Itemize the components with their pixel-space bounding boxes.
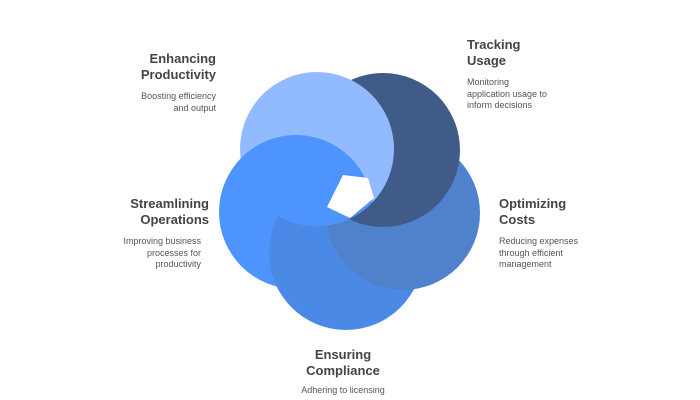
title: Operations [140,212,209,227]
title: Compliance [306,363,380,378]
desc: Boosting efficiency [141,91,216,101]
title: Streamlining [130,196,209,211]
desc: and output [173,102,216,113]
title: Costs [499,212,536,227]
desc: Monitoring [467,77,510,87]
desc: inform decisions [467,100,533,110]
title: Tracking [467,37,521,52]
title: Ensuring [314,347,372,362]
desc: Improving business [123,236,201,246]
desc: management [499,259,552,269]
desc: productivity [155,259,201,269]
center-hole [327,175,374,218]
title: Productivity [140,67,216,82]
title: Usage [467,53,507,68]
desc: Reducing expenses [499,236,579,246]
desc: processes for [146,247,201,258]
desc: Adhering to licensing [301,385,385,395]
streamlining-circle-overlap [240,135,373,226]
title: Optimizing [499,196,567,211]
desc: through efficient [499,247,563,258]
title: Enhancing [149,51,216,66]
desc: application usage to [467,88,548,99]
